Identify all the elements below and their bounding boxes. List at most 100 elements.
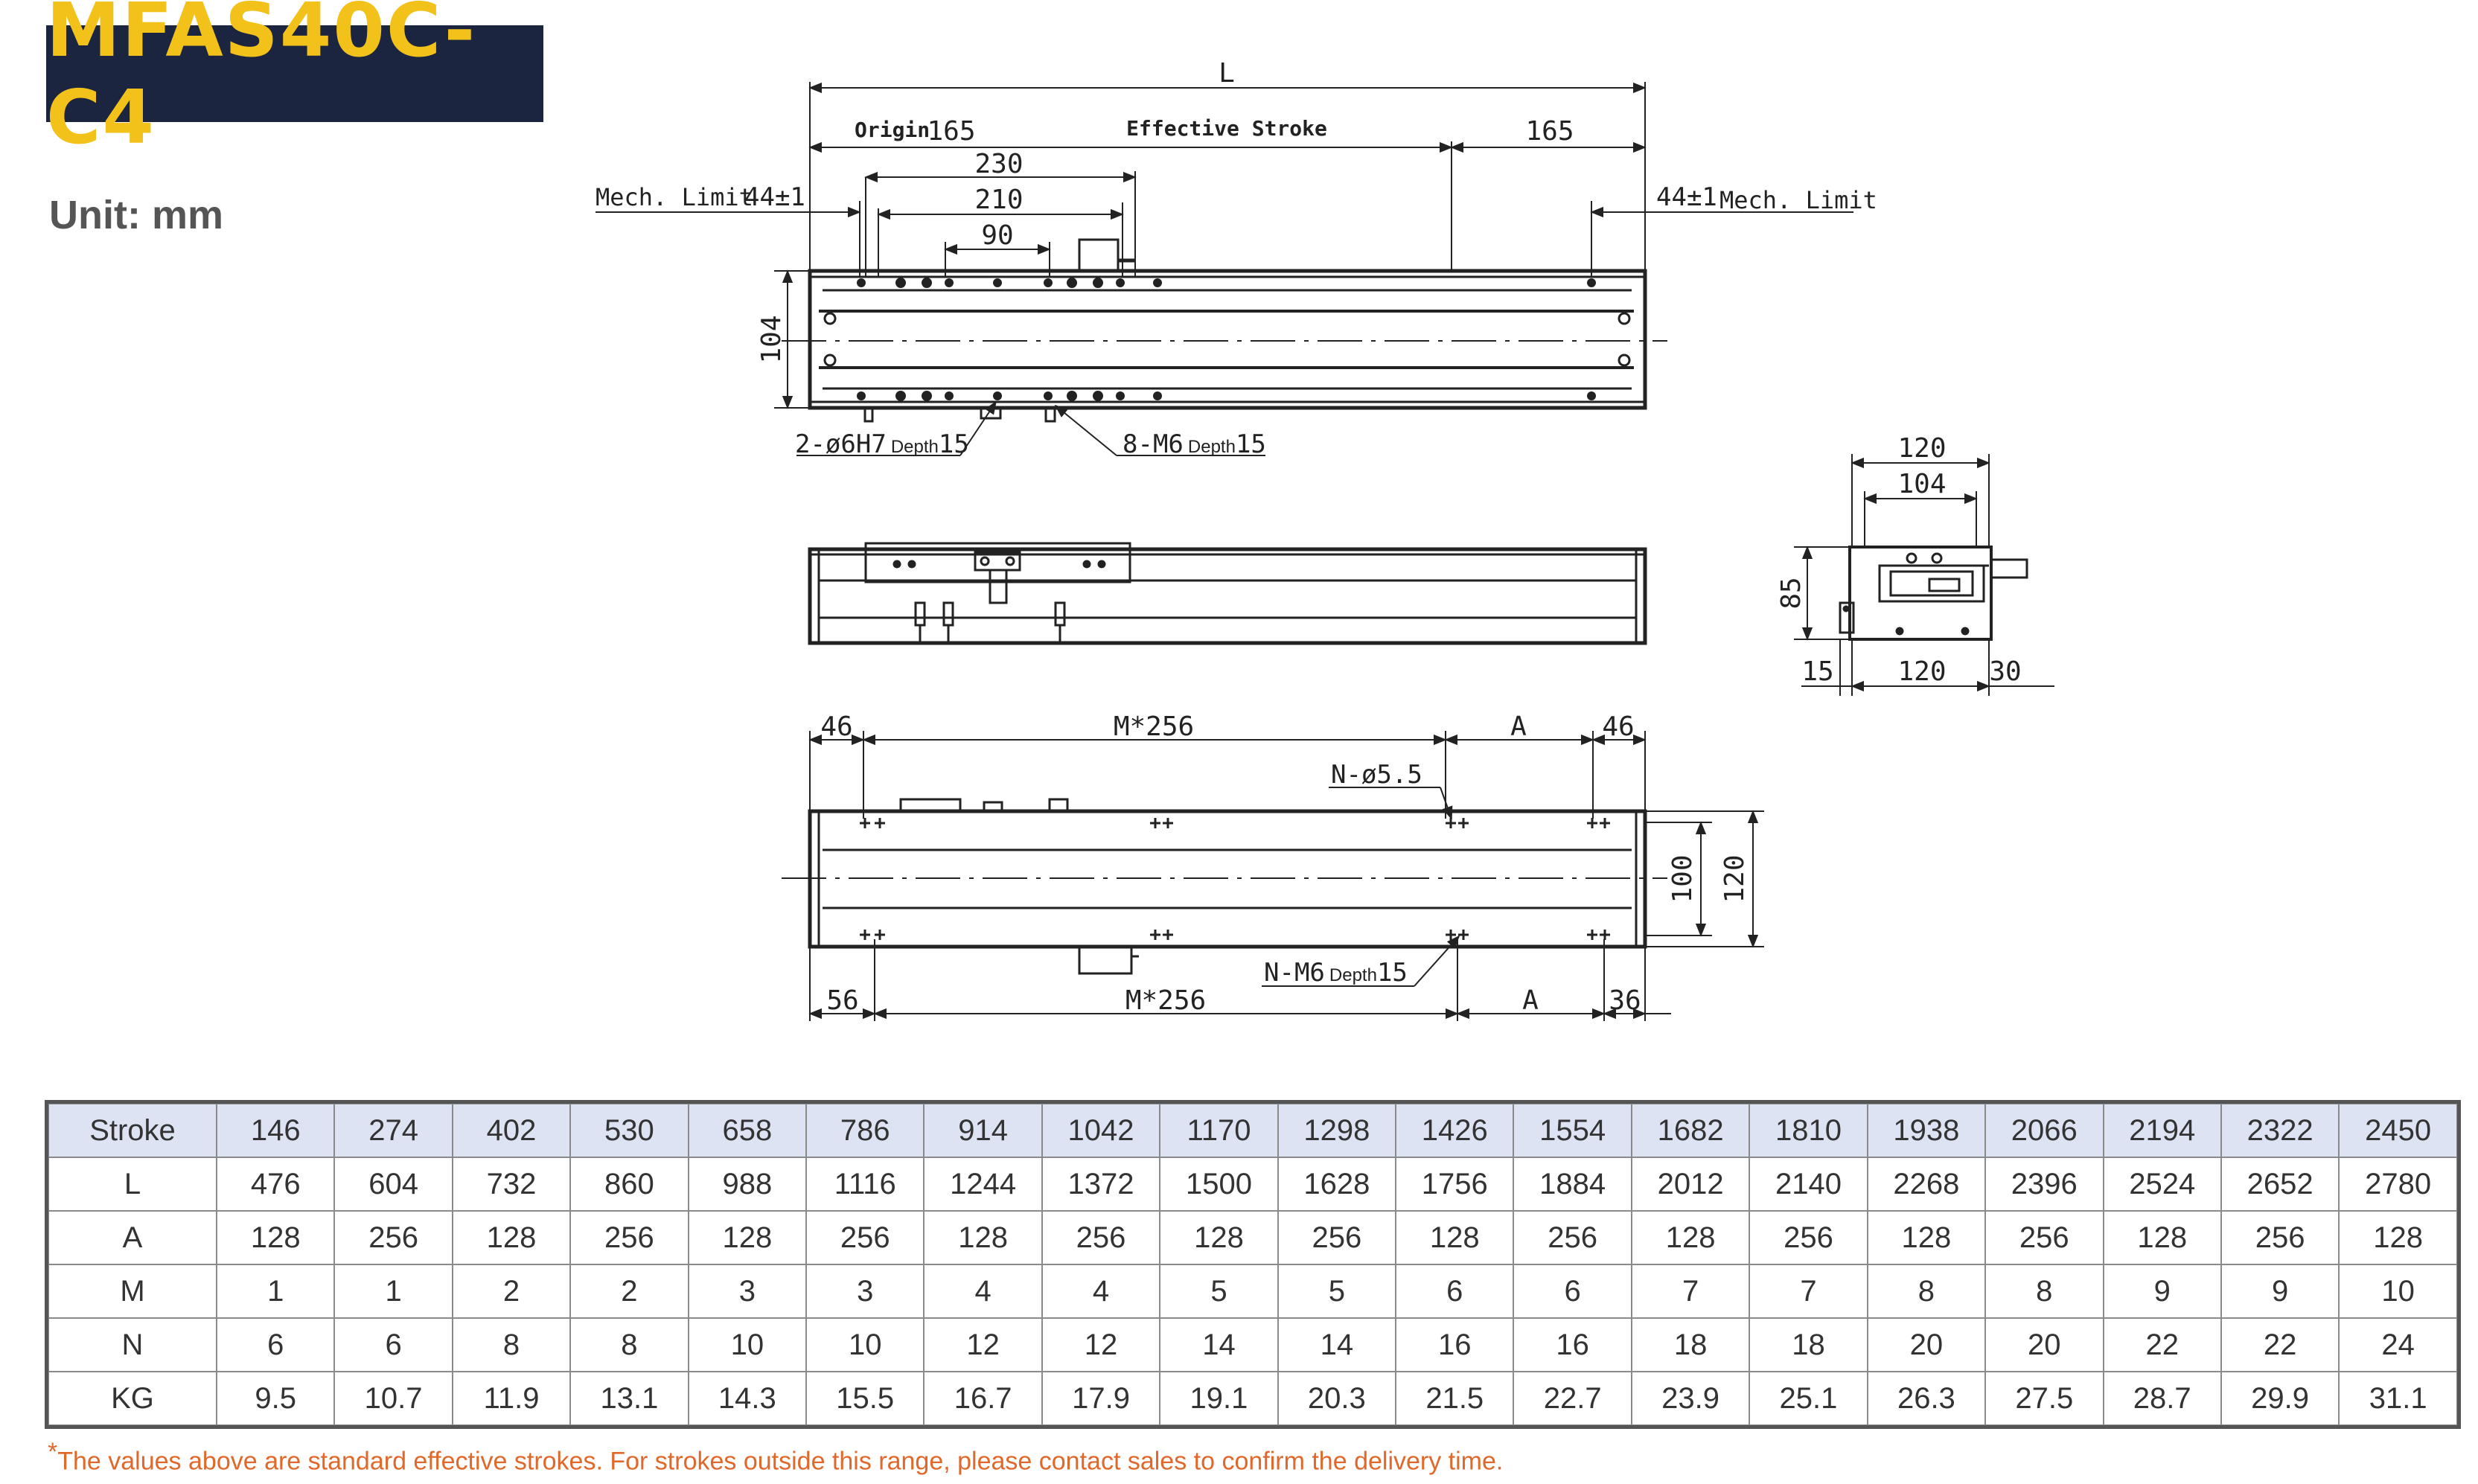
- label-effective-stroke: Effective Stroke: [1126, 116, 1327, 141]
- table-cell: 9: [2102, 1264, 2222, 1319]
- table-cell: 9: [2220, 1264, 2340, 1319]
- table-cell: 1244: [923, 1157, 1043, 1212]
- table-cell: 3: [805, 1264, 925, 1319]
- label-165-right: 165: [1525, 116, 1574, 147]
- table-cell: 128: [1395, 1210, 1515, 1265]
- table-cell: 2652: [2220, 1157, 2340, 1212]
- footnote-text: The values above are standard effective …: [57, 1447, 1504, 1476]
- label-end-104: 104: [1897, 469, 1946, 499]
- table-cell: 256: [1277, 1210, 1397, 1265]
- label-36: 36: [1609, 985, 1641, 1016]
- table-cell: 1628: [1277, 1157, 1397, 1212]
- table-cell: 2450: [2338, 1103, 2458, 1158]
- table-cell: 1116: [805, 1157, 925, 1212]
- table-cell: 6: [333, 1317, 453, 1372]
- table-cell: 22: [2102, 1317, 2222, 1372]
- unit-label: Unit: mm: [49, 193, 223, 237]
- table-cell: 1372: [1041, 1157, 1161, 1212]
- bottom-mount-marks: [860, 818, 1610, 940]
- label-120: 120: [1719, 854, 1750, 903]
- table-cell: 2194: [2102, 1103, 2222, 1158]
- label-90: 90: [981, 220, 1013, 251]
- row-header: L: [48, 1157, 217, 1212]
- table-cell: 15.5: [805, 1371, 925, 1426]
- table-cell: 21.5: [1395, 1371, 1515, 1426]
- table-cell: 17.9: [1041, 1371, 1161, 1426]
- table-cell: 1: [215, 1264, 336, 1319]
- label-a-top: A: [1510, 711, 1527, 742]
- table-cell: 256: [333, 1210, 453, 1265]
- table-cell: 6: [1395, 1264, 1515, 1319]
- table-cell: 4: [923, 1264, 1043, 1319]
- table-cell: 22.7: [1513, 1371, 1632, 1426]
- top-view: [595, 82, 1853, 456]
- end-view: [1794, 454, 2054, 696]
- table-cell: 2780: [2338, 1157, 2458, 1212]
- label-m256-top: M*256: [1114, 711, 1194, 742]
- row-header: N: [48, 1317, 217, 1372]
- label-104: 104: [756, 315, 787, 363]
- table-cell: 18: [1749, 1317, 1868, 1372]
- label-n-hole: N-ø5.5: [1331, 760, 1422, 790]
- table-cell: 1: [333, 1264, 453, 1319]
- top-view-labels: L Origin 165 Effective Stroke 165 230 21…: [595, 58, 1877, 459]
- table-cell: 10.7: [333, 1371, 453, 1426]
- table-cell: 128: [2102, 1210, 2222, 1265]
- table-cell: 8: [569, 1317, 689, 1372]
- table-cell: 274: [333, 1103, 453, 1158]
- label-tol-left: 44±1: [744, 182, 805, 212]
- table-cell: 5: [1277, 1264, 1397, 1319]
- table-cell: 1554: [1513, 1103, 1632, 1158]
- table-cell: 16.7: [923, 1371, 1043, 1426]
- table-cell: 1682: [1630, 1103, 1751, 1158]
- table-cell: 128: [1866, 1210, 1987, 1265]
- label-46-right: 46: [1602, 711, 1634, 742]
- table-cell: 1042: [1041, 1103, 1161, 1158]
- label-165-left: 165: [927, 116, 975, 147]
- table-cell: 7: [1630, 1264, 1751, 1319]
- table-cell: 2: [451, 1264, 572, 1319]
- label-210: 210: [974, 185, 1023, 215]
- table-cell: 1938: [1866, 1103, 1987, 1158]
- product-title: MFAS40C-C4: [46, 0, 477, 161]
- label-230: 230: [974, 149, 1023, 179]
- table-cell: 14.3: [687, 1371, 808, 1426]
- table-cell: 26.3: [1866, 1371, 1987, 1426]
- label-56: 56: [826, 985, 858, 1016]
- row-header: M: [48, 1264, 217, 1319]
- bottom-view: [782, 731, 1764, 1021]
- table-cell: 732: [451, 1157, 572, 1212]
- table-cell: 2: [569, 1264, 689, 1319]
- table-cell: 256: [805, 1210, 925, 1265]
- table-cell: 128: [923, 1210, 1043, 1265]
- table-cell: 29.9: [2220, 1371, 2340, 1426]
- table-cell: 2066: [1984, 1103, 2104, 1158]
- table-cell: 914: [923, 1103, 1043, 1158]
- table-cell: 402: [451, 1103, 572, 1158]
- table-cell: 1810: [1749, 1103, 1868, 1158]
- table-cell: 6: [1513, 1264, 1632, 1319]
- table-cell: 16: [1513, 1317, 1632, 1372]
- table-cell: 3: [687, 1264, 808, 1319]
- table-cell: 256: [1041, 1210, 1161, 1265]
- label-tol-right: 44±1: [1656, 182, 1717, 212]
- row-header: Stroke: [48, 1103, 217, 1158]
- table-cell: 27.5: [1984, 1371, 2104, 1426]
- label-46-left: 46: [820, 711, 852, 742]
- table-cell: 1170: [1159, 1103, 1279, 1158]
- end-view-labels: 120 104 85 15 120 30: [1776, 433, 2022, 687]
- title-banner: MFAS40C-C4: [46, 0, 543, 161]
- table-cell: 22: [2220, 1317, 2340, 1372]
- table-cell: 256: [569, 1210, 689, 1265]
- table-cell: 20.3: [1277, 1371, 1397, 1426]
- label-mech-limit-right: Mech. Limit: [1719, 186, 1877, 214]
- table-cell: 20: [1984, 1317, 2104, 1372]
- table-cell: 146: [215, 1103, 336, 1158]
- table-cell: 6: [215, 1317, 336, 1372]
